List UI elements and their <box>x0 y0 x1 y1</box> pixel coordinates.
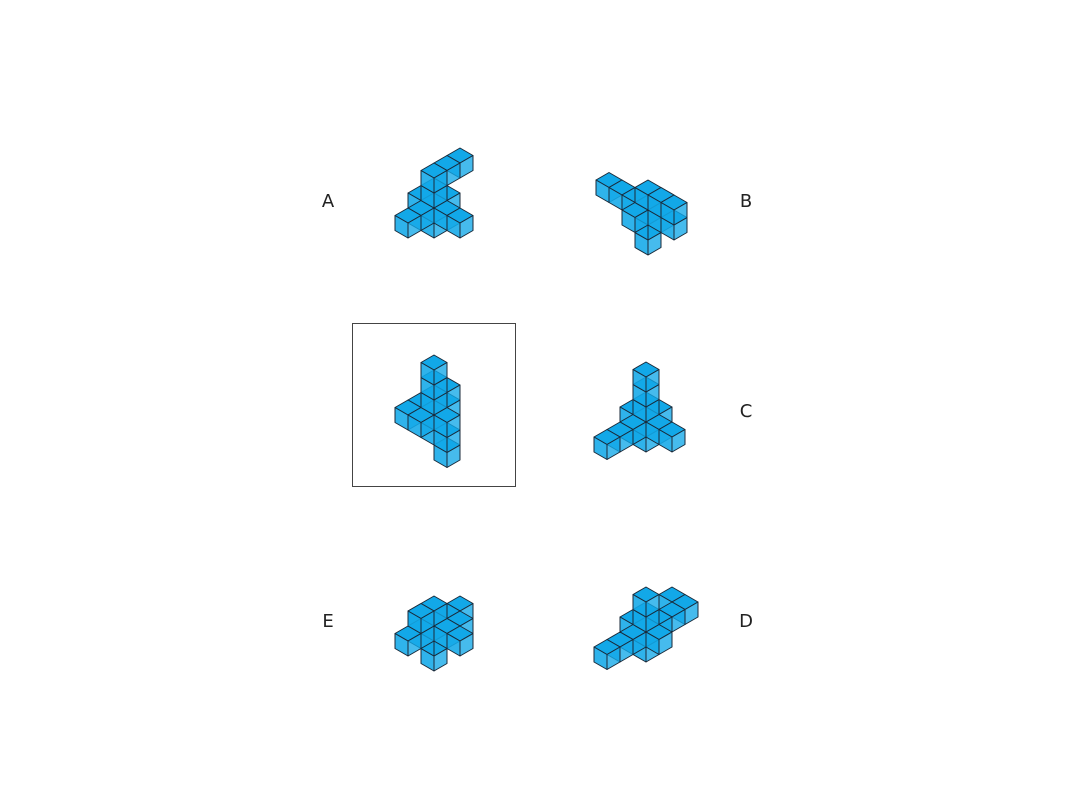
cube-right-face <box>658 631 673 655</box>
cube-right-face <box>606 646 621 670</box>
cube <box>407 603 435 634</box>
cube-right-face <box>634 209 649 233</box>
cube-right-face <box>446 414 461 438</box>
cube <box>433 407 461 438</box>
option-b-cube-figure[interactable] <box>562 120 726 284</box>
cube-right-face <box>645 594 660 618</box>
cube <box>446 625 474 657</box>
option-c-cube-figure[interactable] <box>562 330 726 494</box>
cube <box>658 421 686 453</box>
option-label-d: D <box>739 611 753 632</box>
cube-right-face <box>420 610 435 634</box>
reference-frame <box>352 323 516 487</box>
cube-right-face <box>459 215 474 239</box>
d-cube-svg <box>593 586 699 670</box>
cube-right-face <box>407 633 422 657</box>
cube <box>420 162 448 194</box>
cube-right-face <box>673 202 688 226</box>
cube <box>660 194 688 226</box>
cube-right-face <box>606 436 621 460</box>
ref-cube-svg <box>394 354 461 468</box>
cube <box>446 207 474 239</box>
option-d-cube-figure[interactable] <box>562 540 726 704</box>
b-cube-svg <box>595 172 688 256</box>
option-label-b: B <box>739 191 753 212</box>
cube <box>621 202 649 233</box>
c-cube-svg <box>593 361 686 460</box>
option-label-a: A <box>321 191 335 212</box>
option-label-e: E <box>322 611 334 632</box>
e-cube-svg <box>394 595 474 672</box>
option-label-c: C <box>739 401 753 422</box>
cube-right-face <box>671 429 686 453</box>
cube <box>593 639 621 670</box>
option-a-cube-figure[interactable] <box>352 120 516 284</box>
cube <box>407 407 435 438</box>
cube <box>394 207 422 239</box>
cube <box>632 586 660 618</box>
cube-right-face <box>420 414 435 438</box>
cube-right-face <box>645 369 660 393</box>
cube-right-face <box>433 362 448 386</box>
a-cube-svg <box>394 147 474 239</box>
cube <box>632 361 660 393</box>
cube <box>420 354 448 386</box>
cube-right-face <box>459 633 474 657</box>
cube-right-face <box>433 170 448 194</box>
option-e-cube-figure[interactable] <box>352 540 516 704</box>
cube-right-face <box>407 215 422 239</box>
reference-cube-figure <box>352 323 516 487</box>
cube <box>593 429 621 460</box>
